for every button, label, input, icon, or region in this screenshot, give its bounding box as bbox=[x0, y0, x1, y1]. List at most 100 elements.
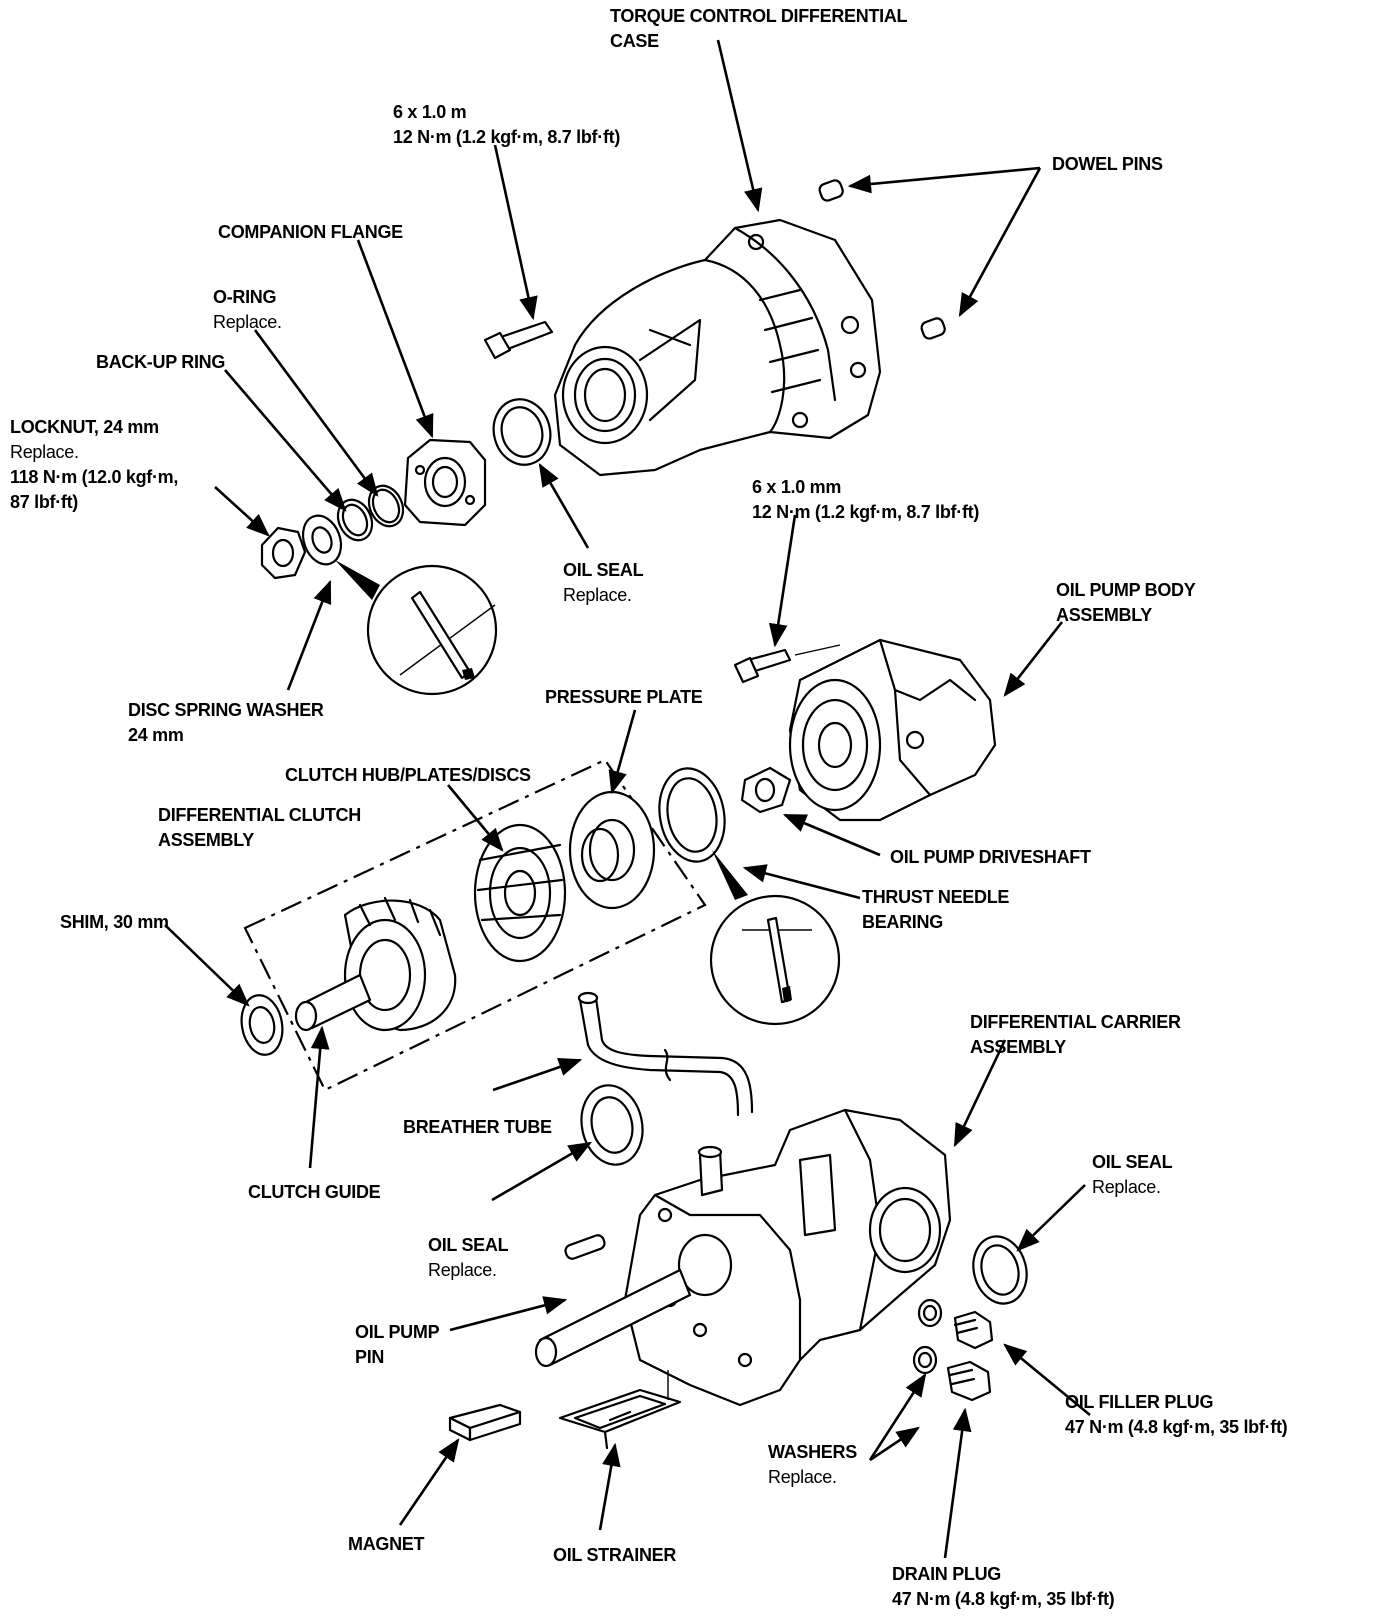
label-differential-clutch-assembly: DIFFERENTIAL CLUTCH ASSEMBLY bbox=[158, 803, 361, 853]
label-clutch-hub-plates-discs: CLUTCH HUB/PLATES/DISCS bbox=[285, 763, 531, 788]
oil-filler-plug bbox=[953, 1310, 994, 1350]
torque-control-differential-case bbox=[553, 218, 882, 477]
label-companion-flange: COMPANION FLANGE bbox=[218, 220, 403, 245]
label-title: TORQUE CONTROL DIFFERENTIAL bbox=[610, 6, 908, 26]
label-pressure-plate: PRESSURE PLATE bbox=[545, 685, 703, 710]
disc-spring-washer bbox=[301, 514, 343, 566]
label-title: DIFFERENTIAL CARRIER bbox=[970, 1012, 1181, 1032]
label-breather-tube: BREATHER TUBE bbox=[403, 1115, 552, 1140]
label-title-2: BEARING bbox=[862, 912, 943, 932]
label-title: PRESSURE PLATE bbox=[545, 687, 703, 707]
label-note: Replace. bbox=[10, 442, 79, 462]
label-spec-torque: 12 N·m (1.2 kgf·m, 8.7 lbf·ft) bbox=[752, 502, 980, 522]
washer-section-detail bbox=[335, 560, 498, 696]
label-title-2: CASE bbox=[610, 31, 659, 51]
label-locknut: LOCKNUT, 24 mm Replace. 118 N·m (12.0 kg… bbox=[10, 415, 178, 515]
label-title: DIFFERENTIAL CLUTCH bbox=[158, 805, 361, 825]
label-back-up-ring: BACK-UP RING bbox=[96, 350, 225, 375]
label-title: CLUTCH GUIDE bbox=[248, 1182, 381, 1202]
label-oil-pump-driveshaft: OIL PUMP DRIVESHAFT bbox=[890, 845, 1091, 870]
label-washers: WASHERS Replace. bbox=[768, 1440, 857, 1490]
label-spec-torque: 12 N·m (1.2 kgf·m, 8.7 lbf·ft) bbox=[393, 127, 621, 147]
label-o-ring: O-RING Replace. bbox=[213, 285, 282, 335]
label-title: BREATHER TUBE bbox=[403, 1117, 552, 1137]
label-title-2: 24 mm bbox=[128, 725, 184, 745]
label-title-2: ASSEMBLY bbox=[970, 1037, 1066, 1057]
label-case-bolt-spec: 6 x 1.0 m 12 N·m (1.2 kgf·m, 8.7 lbf·ft) bbox=[393, 100, 620, 150]
pump-bolt bbox=[733, 648, 792, 684]
differential-carrier-assembly bbox=[534, 1108, 952, 1407]
o-ring bbox=[367, 484, 405, 528]
clutch-hub-plates-discs bbox=[473, 823, 567, 963]
label-title: THRUST NEEDLE bbox=[862, 887, 1010, 907]
label-shim: SHIM, 30 mm bbox=[60, 910, 169, 935]
label-oil-seal-right: OIL SEAL Replace. bbox=[1092, 1150, 1173, 1200]
dowel-pins bbox=[818, 179, 946, 340]
washers bbox=[912, 1298, 943, 1375]
thrust-needle-bearing bbox=[658, 767, 726, 863]
label-differential-carrier-assembly: DIFFERENTIAL CARRIER ASSEMBLY bbox=[970, 1010, 1181, 1060]
label-oil-pump-pin: OIL PUMP PIN bbox=[355, 1320, 440, 1370]
label-title: SHIM, 30 mm bbox=[60, 912, 169, 932]
label-title: WASHERS bbox=[768, 1442, 857, 1462]
label-title: DISC SPRING WASHER bbox=[128, 700, 324, 720]
breather-tube bbox=[577, 991, 754, 1117]
label-pump-bolt-spec: 6 x 1.0 mm 12 N·m (1.2 kgf·m, 8.7 lbf·ft… bbox=[752, 475, 979, 525]
label-drain-plug: DRAIN PLUG 47 N·m (4.8 kgf·m, 35 lbf·ft) bbox=[892, 1562, 1115, 1612]
label-title: OIL FILLER PLUG bbox=[1065, 1392, 1214, 1412]
label-title: OIL PUMP bbox=[355, 1322, 440, 1342]
leader-lines bbox=[164, 39, 1091, 1559]
label-note: Replace. bbox=[213, 312, 282, 332]
drain-plug bbox=[946, 1360, 992, 1402]
label-oil-seal-left: OIL SEAL Replace. bbox=[428, 1233, 509, 1283]
label-title: MAGNET bbox=[348, 1534, 425, 1554]
label-title-2: ASSEMBLY bbox=[158, 830, 254, 850]
label-title: COMPANION FLANGE bbox=[218, 222, 403, 242]
label-note: Replace. bbox=[428, 1260, 497, 1280]
label-title: OIL SEAL bbox=[428, 1235, 509, 1255]
companion-flange bbox=[403, 438, 487, 527]
label-disc-spring-washer: DISC SPRING WASHER 24 mm bbox=[128, 698, 324, 748]
pressure-plate bbox=[568, 790, 656, 910]
label-dowel-pins: DOWEL PINS bbox=[1052, 152, 1163, 177]
label-title: OIL PUMP DRIVESHAFT bbox=[890, 847, 1091, 867]
label-spec: 47 N·m (4.8 kgf·m, 35 lbf·ft) bbox=[1065, 1417, 1288, 1437]
label-thrust-needle-bearing: THRUST NEEDLE BEARING bbox=[862, 885, 1009, 935]
label-title: DRAIN PLUG bbox=[892, 1564, 1001, 1584]
oil-seal-top bbox=[492, 398, 552, 466]
label-spec-size: 6 x 1.0 m bbox=[393, 102, 467, 122]
label-spec: 47 N·m (4.8 kgf·m, 35 lbf·ft) bbox=[892, 1589, 1115, 1609]
oil-pump-pin bbox=[564, 1234, 606, 1260]
label-oil-strainer: OIL STRAINER bbox=[553, 1543, 676, 1568]
clutch-guide-drum bbox=[294, 896, 457, 1032]
oil-pump-driveshaft bbox=[740, 766, 792, 814]
label-title: OIL STRAINER bbox=[553, 1545, 677, 1565]
label-oil-seal-top: OIL SEAL Replace. bbox=[563, 558, 644, 608]
label-clutch-guide: CLUTCH GUIDE bbox=[248, 1180, 381, 1205]
label-title: OIL PUMP BODY bbox=[1056, 580, 1196, 600]
locknut bbox=[260, 526, 307, 580]
label-spec-1: 118 N·m (12.0 kgf·m, bbox=[10, 467, 179, 487]
label-magnet: MAGNET bbox=[348, 1532, 425, 1557]
label-note: Replace. bbox=[563, 585, 632, 605]
label-title: BACK-UP RING bbox=[96, 352, 226, 372]
oil-strainer bbox=[558, 1388, 682, 1450]
label-title: DOWEL PINS bbox=[1052, 154, 1163, 174]
label-title: OIL SEAL bbox=[1092, 1152, 1173, 1172]
label-title-2: ASSEMBLY bbox=[1056, 605, 1152, 625]
oil-seal-left bbox=[580, 1084, 644, 1166]
magnet bbox=[448, 1403, 522, 1442]
bearing-section-detail bbox=[709, 850, 841, 1026]
label-oil-filler-plug: OIL FILLER PLUG 47 N·m (4.8 kgf·m, 35 lb… bbox=[1065, 1390, 1288, 1440]
label-spec-2: 87 lbf·ft) bbox=[10, 492, 78, 512]
label-title-2: PIN bbox=[355, 1347, 385, 1367]
label-spec-size: 6 x 1.0 mm bbox=[752, 477, 842, 497]
label-torque-control-differential-case: TORQUE CONTROL DIFFERENTIAL CASE bbox=[610, 4, 908, 54]
label-title: CLUTCH HUB/PLATES/DISCS bbox=[285, 765, 531, 785]
label-note: Replace. bbox=[768, 1467, 837, 1487]
label-oil-pump-body-assembly: OIL PUMP BODY ASSEMBLY bbox=[1056, 578, 1196, 628]
case-bolt bbox=[483, 320, 554, 360]
shim bbox=[240, 994, 284, 1056]
oil-seal-right bbox=[972, 1235, 1028, 1305]
